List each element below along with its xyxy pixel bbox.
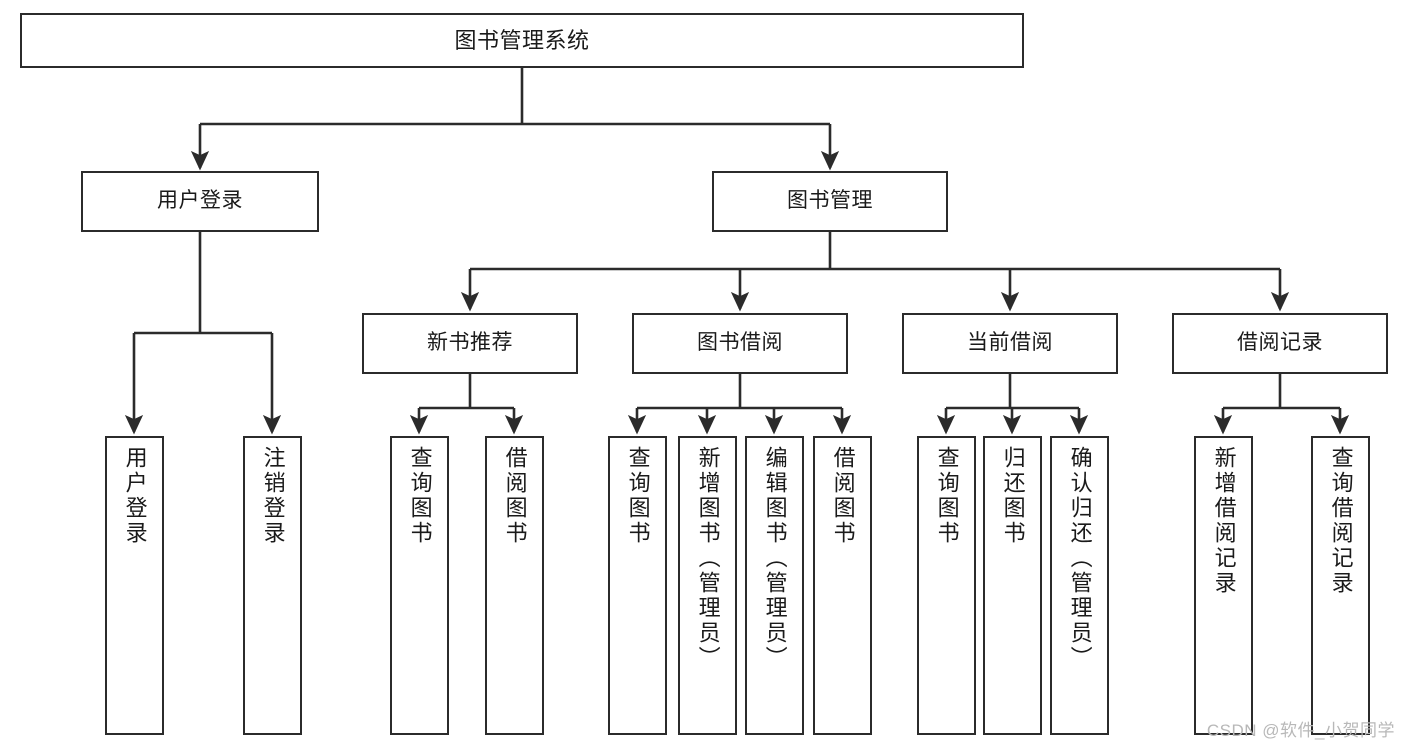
node-leaf-logout-label: 注销登录 [260,446,286,546]
node-leaf-query-borrow-record-label: 查询借阅记录 [1328,446,1354,596]
node-leaf-query-book-2[interactable]: 查询图书 [608,436,667,735]
node-leaf-borrow-book-1[interactable]: 借阅图书 [485,436,544,735]
node-leaf-logout[interactable]: 注销登录 [243,436,302,735]
node-leaf-query-book-1-label: 查询图书 [407,446,433,546]
node-root-label: 图书管理系统 [454,27,590,53]
node-book-borrow-label: 图书借阅 [697,331,783,355]
node-new-book-rec-label: 新书推荐 [427,331,513,355]
node-user-login-label: 用户登录 [157,189,243,213]
node-book-mgmt[interactable]: 图书管理 [712,171,948,232]
node-leaf-add-book-admin[interactable]: 新增图书（管理员） [678,436,737,735]
node-leaf-edit-book-admin[interactable]: 编辑图书（管理员） [745,436,804,735]
node-leaf-return-book-label: 归还图书 [1000,446,1026,546]
node-leaf-confirm-return-admin[interactable]: 确认归还（管理员） [1050,436,1109,735]
node-leaf-add-borrow-record-label: 新增借阅记录 [1211,446,1237,596]
node-leaf-user-login-label: 用户登录 [122,446,148,546]
node-borrow-record-label: 借阅记录 [1237,331,1323,355]
node-leaf-add-borrow-record[interactable]: 新增借阅记录 [1194,436,1253,735]
node-leaf-edit-book-admin-label: 编辑图书（管理员） [762,446,788,671]
node-current-borrow[interactable]: 当前借阅 [902,313,1118,374]
node-leaf-user-login[interactable]: 用户登录 [105,436,164,735]
node-root[interactable]: 图书管理系统 [20,13,1024,68]
node-leaf-add-book-admin-label: 新增图书（管理员） [695,446,721,671]
node-book-mgmt-label: 图书管理 [787,189,873,213]
node-user-login[interactable]: 用户登录 [81,171,319,232]
node-leaf-borrow-book-1-label: 借阅图书 [502,446,528,546]
node-leaf-query-book-1[interactable]: 查询图书 [390,436,449,735]
node-new-book-rec[interactable]: 新书推荐 [362,313,578,374]
node-leaf-query-book-2-label: 查询图书 [625,446,651,546]
node-book-borrow[interactable]: 图书借阅 [632,313,848,374]
node-leaf-query-book-3[interactable]: 查询图书 [917,436,976,735]
node-leaf-borrow-book-2[interactable]: 借阅图书 [813,436,872,735]
node-leaf-borrow-book-2-label: 借阅图书 [830,446,856,546]
node-leaf-return-book[interactable]: 归还图书 [983,436,1042,735]
node-leaf-query-book-3-label: 查询图书 [934,446,960,546]
node-leaf-query-borrow-record[interactable]: 查询借阅记录 [1311,436,1370,735]
node-current-borrow-label: 当前借阅 [967,331,1053,355]
node-leaf-confirm-return-admin-label: 确认归还（管理员） [1067,446,1093,671]
watermark: CSDN @软件_小贺同学 [1206,721,1395,740]
node-borrow-record[interactable]: 借阅记录 [1172,313,1388,374]
